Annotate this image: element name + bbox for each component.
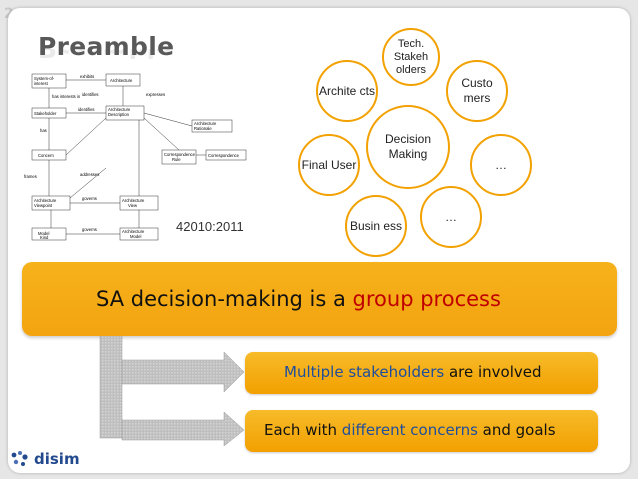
uml-text: governs [82,227,97,232]
uml-text: Rule [172,157,181,162]
uml-text: Correspondence [164,152,196,157]
uml-text: has [40,128,47,133]
uml-text: Architecture [108,107,131,112]
uml-text: interest [34,81,49,86]
point-text-2: Each with different concerns and goals [264,421,556,439]
point-box-2 [245,410,598,452]
satellite-ellipsis-bottom: … [420,186,482,248]
uml-text: expresses [146,92,165,97]
uml-text: governs [82,196,97,201]
disim-logo: disim [10,450,80,468]
bracket-arrow-graphic [99,336,245,446]
uml-text: Stakeholder [34,111,57,116]
uml-text: View [128,203,138,208]
uml-text: has interests in [52,94,81,99]
uml-text: Architecture [34,198,57,203]
uml-text: Rationale [194,126,212,131]
uml-text: identifies [78,107,95,112]
satellite-architects: Archite cts [316,60,378,122]
uml-text: Viewpoint [34,203,53,208]
uml-text: Model [38,231,49,236]
satellite-ellipsis-right: … [470,134,532,196]
key-message-prefix: SA decision-making is a [96,287,353,311]
point-text-1: Multiple stakeholders are involved [284,363,542,381]
uml-diagram: System-of- interest Architecture Stakeho… [24,73,247,241]
uml-text: identifies [82,92,99,97]
title-block: Preamble Preamble [38,32,174,63]
satellite-customers: Custo mers [446,60,508,122]
disim-logo-text: disim [34,450,80,468]
key-message-banner [22,262,617,336]
key-message-text: SA decision-making is a group process [96,287,501,311]
uml-text: Description [108,112,130,117]
point-box-1 [245,352,598,394]
uml-text: addresses [80,172,99,177]
decision-making-center: Decision Making [366,105,450,189]
uml-text: Architecture [194,121,217,126]
satellite-final-user: Final User [298,134,360,196]
satellite-tech-stakeholders: Tech. Stakeh olders [382,28,440,86]
uml-text: Kind [40,235,49,240]
uml-text: Concern [38,153,54,158]
point-2-highlight: different concerns [341,421,478,439]
satellite-business: Busin ess [345,195,407,257]
uml-text: Architecture [122,198,145,203]
slide-title-reflection: Preamble [38,49,174,63]
uml-text: exhibits [80,74,94,79]
slide-title: Preamble [38,32,175,61]
standard-label: 42010:2011 [176,219,244,234]
uml-text: Model [130,234,141,239]
disim-logo-icon [11,451,28,466]
uml-text: Architecture [110,78,133,83]
point-1-highlight: Multiple stakeholders [284,363,445,381]
uml-text: frames [24,174,37,179]
key-message-highlight: group process [352,287,501,311]
uml-text: System-of- [34,76,55,81]
uml-text: Correspondence [208,153,240,158]
uml-text: Architecture [122,229,145,234]
